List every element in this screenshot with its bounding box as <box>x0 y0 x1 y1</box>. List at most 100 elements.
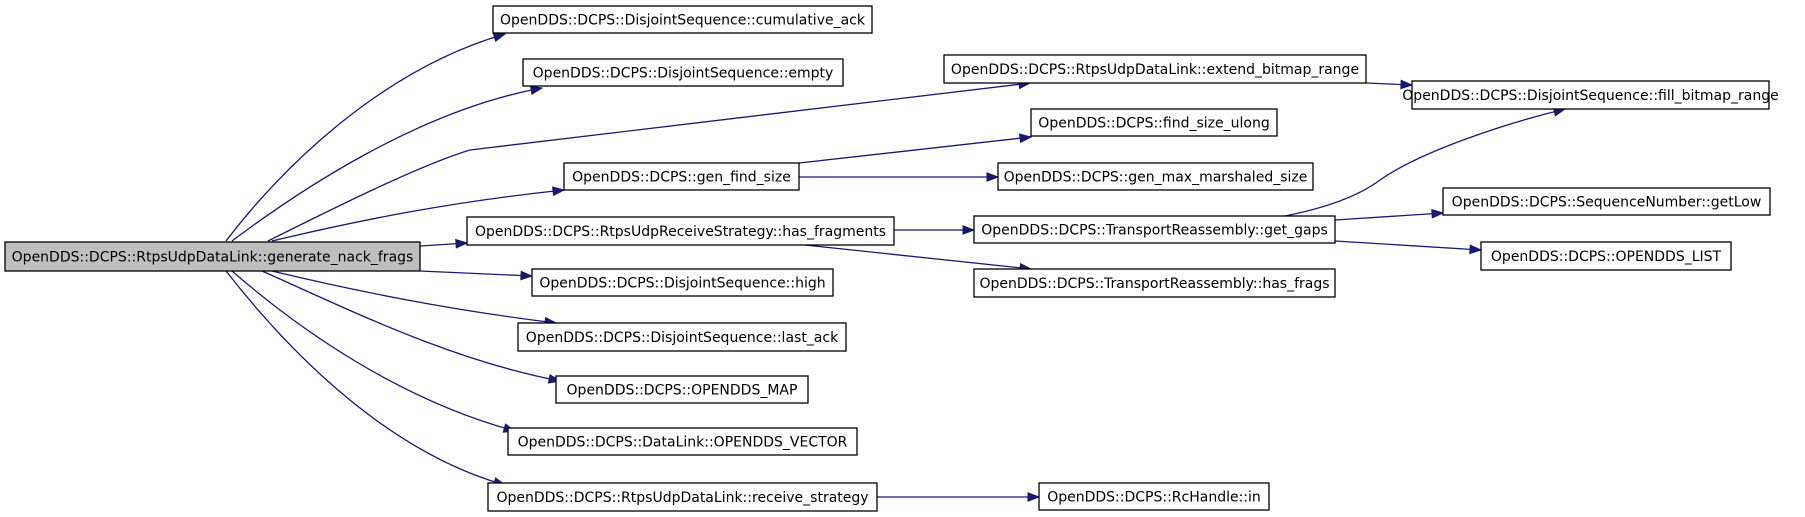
node-gen-max-marshaled-size[interactable]: OpenDDS::DCPS::gen_max_marshaled_size <box>997 162 1314 191</box>
node-label: OpenDDS::DCPS::OPENDDS_MAP <box>567 383 798 399</box>
node-last-ack[interactable]: OpenDDS::DCPS::DisjointSequence::last_ac… <box>517 322 847 352</box>
edge-line <box>225 33 506 242</box>
node-label: OpenDDS::DCPS::TransportReassembly::get_… <box>981 223 1328 239</box>
node-label: OpenDDS::DCPS::DisjointSequence::cumulat… <box>500 13 866 29</box>
edge-root-to-opendds_vector <box>231 270 517 433</box>
edge-arrowhead <box>1431 208 1445 219</box>
edge-root-to-opendds_map <box>261 270 562 384</box>
edge-root-to-has_fragments <box>419 238 469 249</box>
edge-line <box>267 82 1031 242</box>
node-label: OpenDDS::DCPS::OPENDDS_LIST <box>1491 249 1722 265</box>
node-label: OpenDDS::DCPS::gen_find_size <box>572 170 791 186</box>
node-box[interactable] <box>973 215 1336 244</box>
node-label: OpenDDS::DCPS::DisjointSequence::empty <box>533 66 834 82</box>
node-label: OpenDDS::DCPS::RcHandle::in <box>1047 490 1261 506</box>
node-high[interactable]: OpenDDS::DCPS::DisjointSequence::high <box>531 268 834 297</box>
node-fill-bitmap-range[interactable]: OpenDDS::DCPS::DisjointSequence::fill_bi… <box>1402 80 1779 110</box>
node-box[interactable] <box>563 162 800 191</box>
node-opendds-list[interactable]: OpenDDS::DCPS::OPENDDS_LIST <box>1480 241 1732 271</box>
edge-gen_find_size-to-find_size_ulong <box>798 133 1033 164</box>
edge-extend_bitmap_range-to-fill_bitmap_range <box>1365 79 1414 90</box>
edge-root-to-gen_find_size <box>271 186 566 242</box>
edge-line <box>1334 240 1482 251</box>
node-root[interactable]: OpenDDS::DCPS::RtpsUdpDataLink::generate… <box>4 241 421 272</box>
edge-arrowhead <box>492 32 507 42</box>
node-label: OpenDDS::DCPS::RtpsUdpDataLink::extend_b… <box>951 62 1359 78</box>
node-has-frags[interactable]: OpenDDS::DCPS::TransportReassembly::has_… <box>973 268 1336 298</box>
node-get-gaps[interactable]: OpenDDS::DCPS::TransportReassembly::get_… <box>973 215 1336 244</box>
node-box[interactable] <box>1030 108 1278 137</box>
node-getLow[interactable]: OpenDDS::DCPS::SequenceNumber::getLow <box>1442 187 1771 216</box>
edge-root-to-high <box>419 270 534 281</box>
edge-root-to-cumulative_ack <box>225 32 507 242</box>
node-box[interactable] <box>1442 187 1771 216</box>
node-box[interactable] <box>487 482 878 512</box>
node-label: OpenDDS::DCPS::TransportReassembly::has_… <box>979 276 1329 292</box>
node-cumulative-ack[interactable]: OpenDDS::DCPS::DisjointSequence::cumulat… <box>492 5 873 34</box>
edge-line <box>231 87 543 242</box>
edge-has_fragments-to-get_gaps <box>894 225 976 235</box>
edge-line <box>225 270 506 486</box>
node-box[interactable] <box>943 54 1367 84</box>
node-label: OpenDDS::DCPS::find_size_ulong <box>1038 116 1269 132</box>
node-label: OpenDDS::DCPS::gen_max_marshaled_size <box>1004 170 1308 186</box>
edge-arrowhead <box>962 225 976 235</box>
node-label: OpenDDS::DCPS::DisjointSequence::high <box>539 276 825 292</box>
node-empty[interactable]: OpenDDS::DCPS::DisjointSequence::empty <box>522 58 844 87</box>
edge-root-to-empty <box>231 85 544 242</box>
node-box[interactable] <box>531 268 834 297</box>
edge-line <box>271 189 565 242</box>
node-receive-strategy[interactable]: OpenDDS::DCPS::RtpsUdpDataLink::receive_… <box>487 482 878 512</box>
node-label: OpenDDS::DCPS::RtpsUdpDataLink::generate… <box>12 250 414 266</box>
node-label: OpenDDS::DCPS::DisjointSequence::last_ac… <box>526 330 839 346</box>
node-box[interactable] <box>492 5 873 34</box>
node-opendds-map[interactable]: OpenDDS::DCPS::OPENDDS_MAP <box>555 375 809 404</box>
edge-line <box>271 270 557 324</box>
node-has-fragments[interactable]: OpenDDS::DCPS::RtpsUdpReceiveStrategy::h… <box>466 216 895 246</box>
node-label: OpenDDS::DCPS::SequenceNumber::getLow <box>1452 195 1762 211</box>
edge-line <box>1334 212 1444 221</box>
edge-get_gaps-to-getLow <box>1334 208 1445 221</box>
node-label: OpenDDS::DCPS::RtpsUdpDataLink::receive_… <box>496 490 868 506</box>
edge-arrowhead <box>1400 79 1414 90</box>
edge-root-to-receive_strategy <box>225 270 507 487</box>
node-gen-find-size[interactable]: OpenDDS::DCPS::gen_find_size <box>563 162 800 191</box>
call-graph-edges <box>225 32 1567 502</box>
edge-arrowhead <box>1019 133 1033 144</box>
node-box[interactable] <box>997 162 1314 191</box>
edge-receive_strategy-to-rchandle_in <box>877 492 1041 502</box>
edge-line <box>804 244 1032 270</box>
node-box[interactable] <box>4 241 421 272</box>
node-box[interactable] <box>466 216 895 246</box>
edge-line <box>798 136 1032 164</box>
edge-get_gaps-to-opendds_list <box>1334 240 1483 255</box>
edge-arrowhead <box>1027 492 1041 502</box>
node-box[interactable] <box>1038 482 1270 511</box>
edge-arrowhead <box>1469 244 1483 255</box>
node-label: OpenDDS::DCPS::RtpsUdpReceiveStrategy::h… <box>475 224 886 240</box>
edge-line <box>1284 108 1566 217</box>
edge-arrowhead <box>552 186 566 197</box>
node-box[interactable] <box>507 427 858 456</box>
edge-gen_find_size-to-gen_max_marshaled_size <box>799 172 1000 182</box>
node-opendds-vector[interactable]: OpenDDS::DCPS::DataLink::OPENDDS_VECTOR <box>507 427 858 456</box>
node-box[interactable] <box>522 58 844 87</box>
edge-arrowhead <box>520 270 534 281</box>
node-box[interactable] <box>1411 80 1770 110</box>
node-box[interactable] <box>973 268 1336 298</box>
node-label: OpenDDS::DCPS::DataLink::OPENDDS_VECTOR <box>518 435 848 451</box>
node-box[interactable] <box>1480 241 1732 271</box>
node-rchandle-in[interactable]: OpenDDS::DCPS::RcHandle::in <box>1038 482 1270 511</box>
edge-has_fragments-to-has_frags <box>804 244 1033 273</box>
edge-line <box>261 270 561 382</box>
edge-line <box>419 270 533 277</box>
node-find-size-ulong[interactable]: OpenDDS::DCPS::find_size_ulong <box>1030 108 1278 137</box>
node-box[interactable] <box>517 322 847 352</box>
node-extend-bitmap-range[interactable]: OpenDDS::DCPS::RtpsUdpDataLink::extend_b… <box>943 54 1367 84</box>
node-label: OpenDDS::DCPS::DisjointSequence::fill_bi… <box>1402 88 1778 104</box>
edge-arrowhead <box>455 238 469 249</box>
node-box[interactable] <box>555 375 809 404</box>
edge-arrowhead <box>529 85 544 95</box>
edge-root-to-last_ack <box>271 270 558 327</box>
